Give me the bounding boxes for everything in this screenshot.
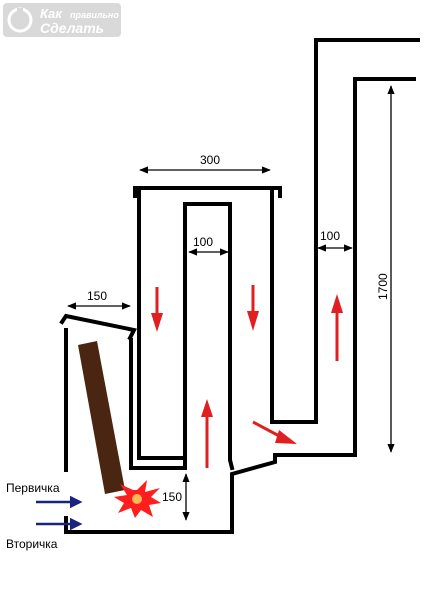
dim-chimney-channel: 100	[320, 229, 340, 243]
site-logo: Как правильно Сделать	[3, 3, 121, 37]
arrow-up-riser-icon	[201, 399, 213, 468]
dim-firebox-width: 150	[87, 289, 107, 303]
secondary-air-label: Вторичка	[6, 537, 58, 551]
flow-arrows	[151, 285, 343, 468]
arrow-down-chamber-right-icon	[247, 285, 259, 331]
chimney-outer-wall	[270, 38, 420, 424]
dimension-lines: 300 100 100 150 150 1700	[67, 85, 395, 521]
firebox-lid	[59, 313, 137, 341]
riser-left-wall	[129, 333, 187, 470]
arrow-up-chimney-icon	[331, 294, 343, 361]
dim-firebox-gap: 150	[162, 490, 182, 504]
chamber-top	[133, 186, 282, 198]
outer-bottom-chimney-wall	[64, 77, 416, 534]
dim-chamber-width: 300	[200, 153, 220, 167]
dim-inner-channel: 100	[193, 235, 213, 249]
logo-background	[3, 3, 121, 37]
arrow-down-chamber-left-icon	[151, 287, 163, 332]
fire-core-icon	[132, 494, 142, 504]
logo-text-1: Как	[40, 6, 63, 21]
logo-text-2: правильно	[70, 10, 119, 20]
arrow-diagonal-exit-icon	[252, 420, 297, 444]
logo-text-3: Сделать	[40, 20, 104, 36]
air-intake-arrows	[36, 495, 83, 531]
riser-inner-wall	[183, 202, 235, 471]
firewood-log	[78, 341, 125, 494]
dim-chimney-height: 1700	[376, 273, 390, 300]
primary-air-label: Первичка	[6, 481, 60, 495]
